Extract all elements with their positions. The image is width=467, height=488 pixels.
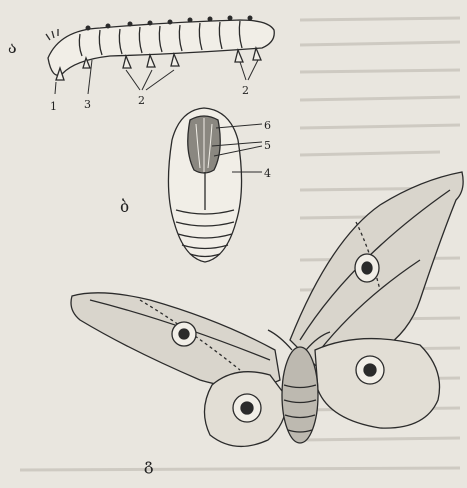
panel-label-b: ბ — [120, 197, 129, 216]
larva-label-2b: 2 — [242, 84, 249, 97]
pupa-label-5: 5 — [264, 139, 271, 152]
larva-label-1: 1 — [50, 100, 57, 113]
panel-label-a: ა — [8, 38, 17, 57]
pupa-label-4: 4 — [264, 167, 271, 180]
pupa-label-6: 6 — [264, 119, 271, 132]
larva-label-2a: 2 — [138, 94, 145, 107]
pupa-drawing — [168, 108, 241, 262]
larva-drawing — [46, 16, 274, 81]
larva-label-3: 3 — [84, 98, 91, 111]
moth-drawing — [71, 172, 463, 446]
panel-label-c: გ — [144, 455, 153, 474]
